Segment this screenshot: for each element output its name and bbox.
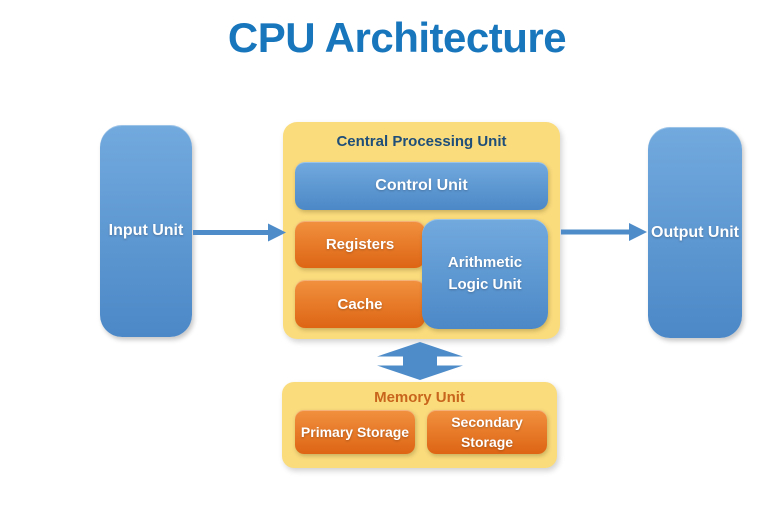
node-arithmetic-logic-unit: Arithmetic Logic Unit	[422, 219, 548, 329]
double-arrow-cpu-memory-icon	[377, 342, 463, 380]
alu-label: Arithmetic Logic Unit	[447, 253, 523, 294]
node-secondary-storage: Secondary Storage	[427, 410, 547, 454]
node-primary-storage: Primary Storage	[295, 410, 415, 454]
secondary-storage-label: Secondary Storage	[451, 413, 523, 450]
page-title: CPU Architecture	[227, 14, 567, 61]
node-cache: Cache	[295, 280, 425, 328]
arrow-input-to-cpu-icon	[193, 223, 286, 242]
arrow-cpu-to-output-icon	[561, 223, 647, 241]
output-unit-label: Output Unit	[651, 223, 739, 241]
cache-label: Cache	[337, 295, 383, 313]
node-input-unit: Input Unit	[100, 125, 192, 337]
memory-container: Memory Unit Primary Storage Secondary St…	[282, 382, 557, 468]
node-control-unit: Control Unit	[295, 162, 548, 210]
control-unit-label: Control Unit	[375, 177, 468, 194]
registers-label: Registers	[325, 236, 395, 253]
node-registers: Registers	[295, 221, 425, 268]
cpu-container: Central Processing Unit Control Unit Reg…	[283, 122, 560, 339]
cpu-container-label: Central Processing Unit	[336, 133, 507, 150]
primary-storage-label: Primary Storage	[300, 423, 410, 440]
node-output-unit: Output Unit	[648, 127, 742, 338]
input-unit-label: Input Unit	[108, 222, 184, 240]
memory-container-label: Memory Unit	[374, 389, 465, 406]
